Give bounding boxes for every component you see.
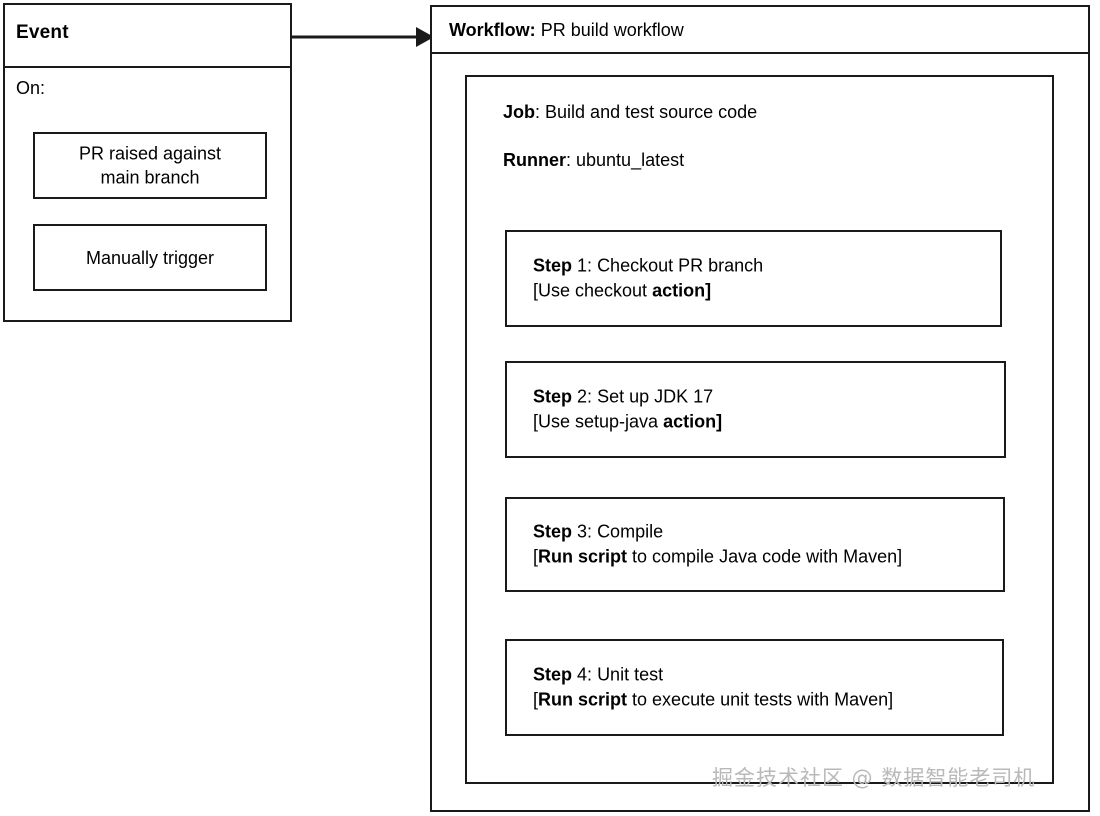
step-detail-line: [Run script to compile Java code with Ma… [533,545,902,571]
runner-key: Runner [503,150,566,170]
step-detail-suffix: ] [716,411,723,432]
step-text: Step 1: Checkout PR branch [Use checkout… [533,253,763,304]
trigger-box: PR raised against main branch [33,132,267,199]
workflow-card: Workflow: PR build workflow Job: Build a… [430,5,1090,812]
workflow-title-value: PR build workflow [540,20,684,40]
step-detail-bold: Run script [538,689,628,710]
step-detail-prefix: [Use checkout [533,280,653,301]
trigger-label: Manually trigger [85,247,215,268]
job-line: Job: Build and test source code [503,102,757,123]
step-detail-line: [Run script to execute unit tests with M… [533,688,893,714]
runner-line: Runner: ubuntu_latest [503,150,684,171]
step-number: 2 [577,385,588,406]
step-detail-line: [Use checkout action] [533,279,763,305]
step-separator: : [587,663,598,684]
step-box: Step 4: Unit test [Run script to execute… [505,639,1004,736]
step-detail-prefix: [Use setup-java [533,411,664,432]
step-detail-bold: action [663,411,717,432]
step-number: 4 [577,663,588,684]
step-title: Unit test [597,663,664,684]
step-separator: : [587,385,598,406]
step-label: Step [533,663,573,684]
workflow-title: Workflow: PR build workflow [449,20,684,41]
trigger-box: Manually trigger [33,224,267,291]
step-detail-suffix: ] [705,280,712,301]
watermark: 掘金技术社区 @ 数据智能老司机 [712,766,1036,790]
step-number: 1 [577,254,588,275]
workflow-title-key: Workflow: [449,20,536,40]
step-box: Step 3: Compile [Run script to compile J… [505,497,1005,592]
step-detail-line: [Use setup-java action] [533,410,722,436]
step-detail-prefix: [ [533,689,539,710]
step-detail-suffix: to compile Java code with Maven] [627,546,903,567]
step-box: Step 1: Checkout PR branch [Use checkout… [505,230,1002,327]
trigger-label: PR raised against main branch [78,143,222,188]
event-card-header [5,5,290,68]
step-title: Checkout PR branch [597,254,764,275]
step-detail-prefix: [ [533,546,539,567]
event-on-label: On: [16,78,46,98]
step-title: Compile [597,520,664,541]
step-title-line: Step 2: Set up JDK 17 [533,384,722,410]
job-key: Job [503,102,536,122]
step-detail-bold: action [652,280,706,301]
step-detail-bold: Run script [538,546,628,567]
job-separator: : [535,102,546,122]
step-separator: : [587,520,598,541]
event-card: Event On: PR raised against main branch … [3,3,292,322]
workflow-card-header [432,7,1088,54]
step-separator: : [587,254,598,275]
step-title: Set up JDK 17 [597,385,714,406]
step-label: Step [533,520,573,541]
runner-value: ubuntu_latest [576,150,685,170]
step-title-line: Step 3: Compile [533,519,902,545]
step-text: Step 2: Set up JDK 17 [Use setup-java ac… [533,384,722,435]
runner-separator: : [566,150,577,170]
job-value: Build and test source code [545,102,758,122]
step-text: Step 4: Unit test [Run script to execute… [533,662,893,713]
step-number: 3 [577,520,588,541]
step-box: Step 2: Set up JDK 17 [Use setup-java ac… [505,361,1006,458]
step-detail-suffix: to execute unit tests with Maven] [627,689,894,710]
step-text: Step 3: Compile [Run script to compile J… [533,519,902,570]
step-label: Step [533,254,573,275]
step-title-line: Step 4: Unit test [533,662,893,688]
step-title-line: Step 1: Checkout PR branch [533,253,763,279]
event-title: Event [16,22,69,43]
arrow-right-icon [290,27,434,47]
step-label: Step [533,385,573,406]
job-card: Job: Build and test source code Runner: … [465,75,1054,784]
